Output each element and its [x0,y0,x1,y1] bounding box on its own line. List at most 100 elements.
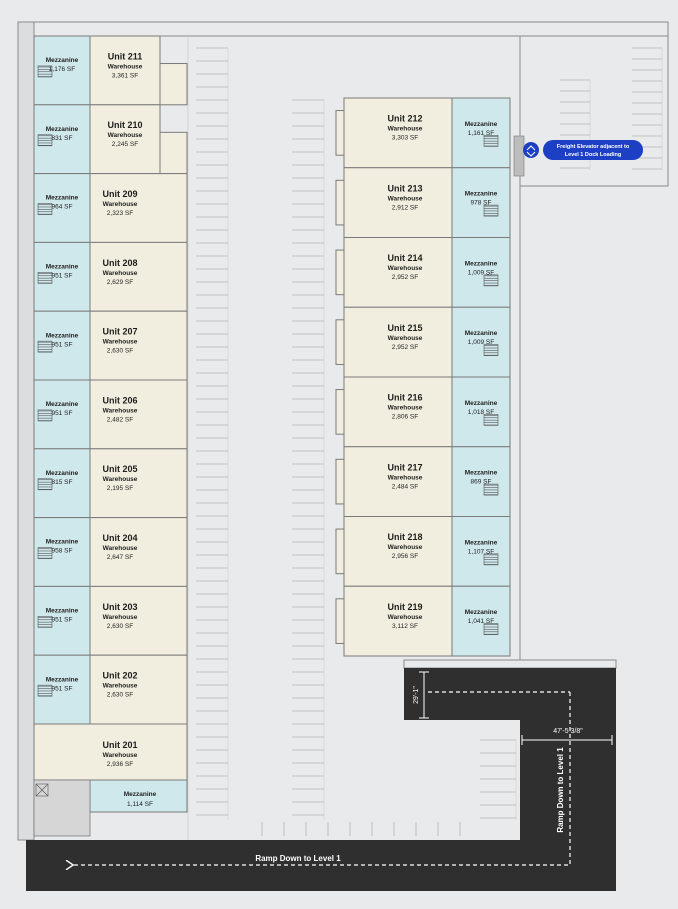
mezzanine-sf: 951 SF [52,617,73,624]
unit-name: Unit 215 [387,323,422,333]
unit-type: Warehouse [103,201,138,208]
stair-icon [37,134,53,147]
mezzanine-sf: 1,107 SF [468,548,494,555]
unit-sf: 3,112 SF [392,623,418,630]
stair-icon [37,409,53,422]
building-outline [17,21,669,841]
unit-name: Unit 202 [102,671,137,681]
ramp-label-bottom: Ramp Down to Level 1 [255,854,341,863]
lobby-stair [33,779,91,837]
mezzanine-sf: 1,161 SF [468,130,494,137]
unit-sf: 2,482 SF [107,416,133,423]
mezzanine-sf: 1,041 SF [468,618,494,625]
parking-stalls [196,47,663,836]
mezzanine-sf: 1,018 SF [468,409,494,416]
unit-name: Unit 210 [107,120,142,130]
ramp-label-side: Ramp Down to Level 1 [556,747,565,833]
stair-icon [37,272,53,284]
mezzanine-sf: 964 SF [52,204,73,211]
mezzanine-label: Mezzanine [465,121,498,128]
mezzanine-label: Mezzanine [465,330,498,337]
unit-name: Unit 209 [102,189,137,199]
stair-icon [483,553,499,566]
mezzanine-sf: 951 SF [52,341,73,348]
unit-type: Warehouse [388,126,423,133]
mezzanine-label: Mezzanine [46,539,79,546]
mezzanine-label: Mezzanine [465,539,498,546]
unit-type: Warehouse [388,544,423,551]
unit-name: Unit 214 [387,253,422,263]
unit-name: Unit 203 [102,602,137,612]
mezzanine-sf: 831 SF [52,135,73,142]
unit-type: Warehouse [388,474,423,481]
unit-sf: 3,361 SF [112,72,138,79]
mezzanine-sf: 1,176 SF [49,66,75,73]
unit-sf: 2,195 SF [107,485,133,492]
freight-elevator-callout[interactable]: Freight Elevator adjacent to Level 1 Doc… [513,135,643,177]
unit-sf: 2,630 SF [107,692,133,699]
unit-name: Unit 212 [387,114,422,124]
unit-201-mezzanine-label: Mezzanine [124,791,157,798]
unit-name: Unit 206 [102,395,137,405]
unit-sf: 2,630 SF [107,623,133,630]
unit-type: Warehouse [103,407,138,414]
unit-name: Unit 216 [387,393,422,403]
unit-type: Warehouse [108,132,143,139]
unit-sf: 2,952 SF [392,274,418,281]
mezzanine-label: Mezzanine [46,676,79,683]
mezzanine-label: Mezzanine [465,400,498,407]
unit-sf: 2,323 SF [107,210,133,217]
freight-elevator-icon [523,142,539,158]
unit-name: Unit 208 [102,258,137,268]
stair-icon [37,65,53,78]
unit-type: Warehouse [388,195,423,202]
mezzanine-sf: 869 SF [471,479,492,486]
stair-icon [483,274,499,287]
unit-type: Warehouse [103,339,138,346]
unit-201[interactable]: Unit 201 Warehouse 2,936 SF Mezzanine 1,… [33,723,188,813]
mezzanine-label: Mezzanine [46,126,79,133]
mezzanine-label: Mezzanine [46,470,79,477]
unit-type: Warehouse [108,63,143,70]
freight-elevator-line2: Level 1 Dock Loading [565,152,622,158]
mezzanine-sf: 1,009 SF [468,339,494,346]
unit-201-type: Warehouse [103,752,138,759]
mezzanine-label: Mezzanine [465,260,498,267]
unit-sf: 2,952 SF [392,344,418,351]
unit-sf: 3,303 SF [392,135,418,142]
mezzanine-sf: 951 SF [52,273,73,280]
unit-sf: 2,245 SF [112,141,138,148]
freight-elevator-badge [543,140,643,160]
mezzanine-sf: 951 SF [52,685,73,692]
stair-icon [483,414,499,426]
unit-name: Unit 211 [108,51,143,61]
unit-name: Unit 204 [102,533,137,543]
unit-sf: 2,912 SF [392,204,418,211]
stair-icon [37,478,53,491]
unit-type: Warehouse [103,614,138,621]
ramp: Ramp Down to Level 1 Ramp Down to Level … [26,668,616,891]
freight-elevator-line1: Freight Elevator adjacent to [557,144,630,150]
mezzanine-label: Mezzanine [46,264,79,271]
mezzanine-label: Mezzanine [46,195,79,202]
unit-sf: 2,629 SF [107,279,133,286]
